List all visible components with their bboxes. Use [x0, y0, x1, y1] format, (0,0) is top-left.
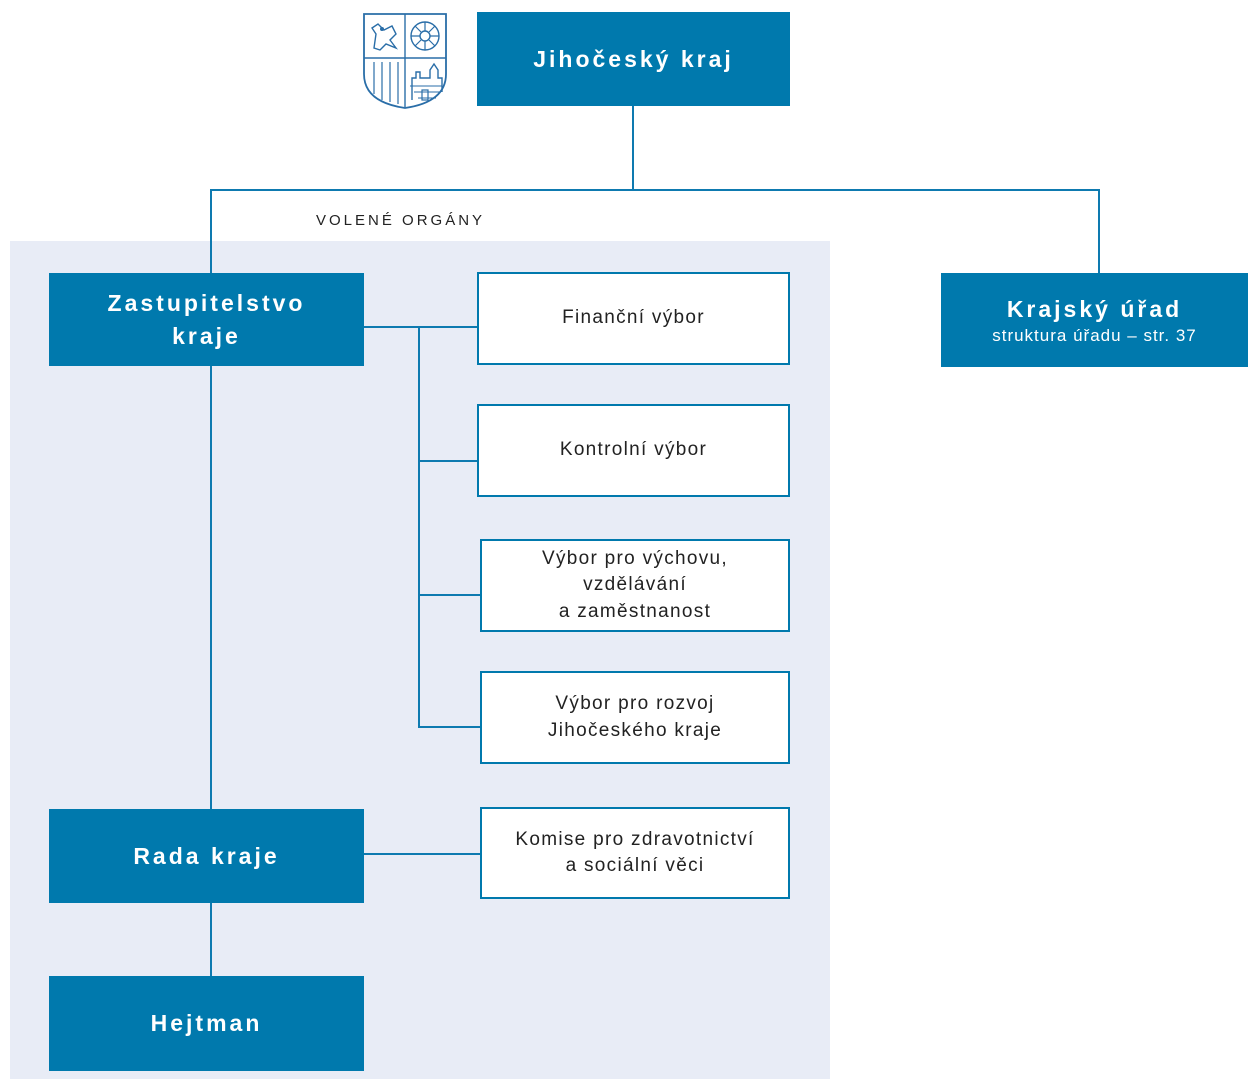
regional-office-title: Krajský úřad — [1006, 296, 1183, 323]
committee-box: Kontrolní výbor — [477, 404, 790, 497]
committee-box: Výbor pro rozvoj Jihočeského kraje — [480, 671, 790, 764]
assembly-title: Zastupitelstvo kraje — [107, 289, 306, 349]
assembly-box: Zastupitelstvo kraje — [49, 273, 364, 366]
connector-committee-trunk — [418, 326, 420, 727]
connector-top-branch — [210, 189, 1100, 191]
regional-office-box: Krajský úřad struktura úřadu – str. 37 — [941, 273, 1248, 367]
coat-of-arms-icon — [363, 13, 447, 109]
governor-box: Hejtman — [49, 976, 364, 1071]
region-box: Jihočeský kraj — [477, 12, 790, 106]
connector-council-governor — [210, 902, 212, 978]
elected-bodies-panel — [10, 241, 830, 1079]
connector-top-down — [632, 105, 634, 190]
regional-office-subtitle: struktura úřadu – str. 37 — [992, 326, 1197, 346]
connector-assembly-committees — [364, 326, 478, 328]
committee-box: Výbor pro výchovu, vzdělávání a zaměstna… — [480, 539, 790, 632]
governor-title: Hejtman — [150, 1010, 263, 1037]
council-title: Rada kraje — [133, 842, 280, 869]
elected-bodies-label: VOLENÉ ORGÁNY — [316, 212, 486, 229]
connector-committee-2 — [418, 460, 478, 462]
connector-to-assembly — [210, 189, 212, 273]
connector-assembly-council — [210, 365, 212, 810]
connector-committee-4 — [418, 726, 480, 728]
connector-committee-3 — [418, 594, 480, 596]
connector-to-office — [1098, 189, 1100, 273]
council-box: Rada kraje — [49, 809, 364, 903]
commission-box: Komise pro zdravotnictví a sociální věci — [480, 807, 790, 899]
committee-box: Finanční výbor — [477, 272, 790, 365]
connector-council-commission — [364, 853, 480, 855]
region-title: Jihočeský kraj — [533, 45, 734, 72]
